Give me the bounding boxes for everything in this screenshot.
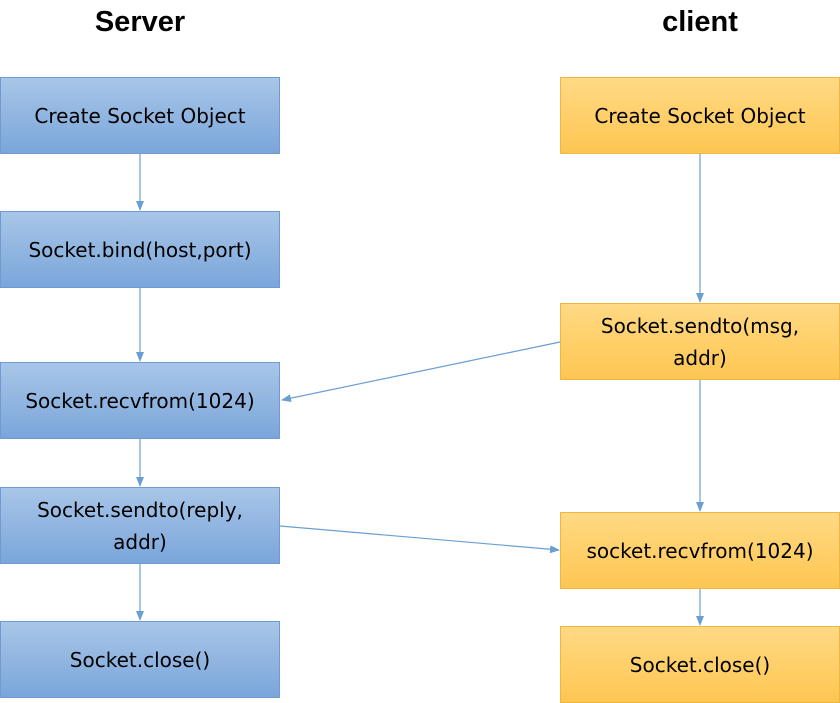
- arrow-client-sendto-to-server-recvfrom: [281, 341, 561, 403]
- client-close-box: Socket.close(): [560, 626, 840, 703]
- client-sendto-label-line2: addr): [673, 345, 727, 370]
- server-sendto-label-line2: addr): [113, 529, 167, 554]
- client-recvfrom-box: socket.recvfrom(1024): [560, 512, 840, 589]
- client-recvfrom-label: socket.recvfrom(1024): [586, 538, 814, 563]
- arrow-server-sendto-to-client-recvfrom: [279, 525, 560, 554]
- client-sendto-box: Socket.sendto(msg, addr): [560, 303, 840, 380]
- server-column-title: Server: [94, 6, 186, 38]
- server-sendto-box: Socket.sendto(reply, addr): [0, 487, 280, 564]
- server-recvfrom-box: Socket.recvfrom(1024): [0, 362, 280, 439]
- server-sendto-label-line1: Socket.sendto(reply,: [37, 497, 243, 522]
- server-bind-box: Socket.bind(host,port): [0, 211, 280, 288]
- client-create-socket-label: Create Socket Object: [594, 103, 806, 128]
- server-close-label: Socket.close(): [69, 647, 211, 672]
- client-sendto-label-line1: Socket.sendto(msg,: [600, 313, 800, 338]
- server-create-socket-box: Create Socket Object: [0, 77, 280, 154]
- client-create-socket-box: Create Socket Object: [560, 77, 840, 154]
- server-create-socket-label: Create Socket Object: [34, 103, 246, 128]
- client-close-label: Socket.close(): [629, 652, 771, 677]
- server-close-box: Socket.close(): [0, 621, 280, 698]
- server-bind-label: Socket.bind(host,port): [28, 237, 252, 262]
- server-recvfrom-label: Socket.recvfrom(1024): [25, 388, 255, 413]
- client-column-title: client: [662, 6, 738, 38]
